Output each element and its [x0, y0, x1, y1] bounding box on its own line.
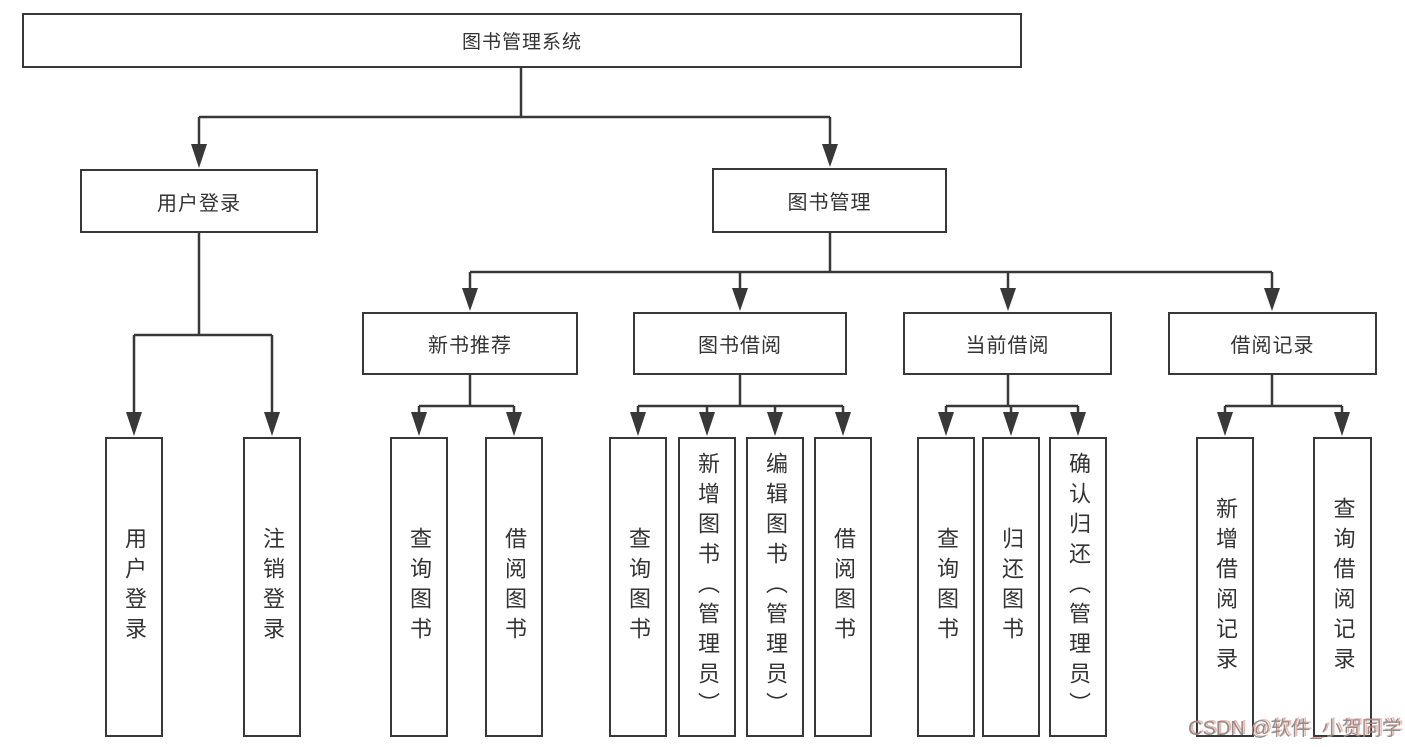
arrowhead-icon — [835, 412, 851, 436]
leaf-label: 新增图书（管理员） — [695, 452, 720, 722]
arrowhead-icon — [1334, 412, 1350, 436]
leaf-user-login: 用户登录 — [105, 437, 163, 737]
leaf-borrow-books-recommend: 借阅图书 — [485, 437, 543, 737]
node-label: 借阅记录 — [1230, 335, 1315, 357]
arrowhead-icon — [630, 412, 646, 436]
leaf-query-books-current: 查询图书 — [917, 437, 975, 737]
leaf-query-borrow-record: 查询借阅记录 — [1313, 437, 1372, 737]
leaf-label: 查询借阅记录 — [1330, 497, 1356, 677]
leaf-add-books-admin: 新增图书（管理员） — [678, 437, 736, 737]
leaf-label: 用户登录 — [122, 527, 147, 647]
node-current-borrowing: 当前借阅 — [903, 312, 1112, 375]
connector-book-management-to-level3 — [462, 233, 1280, 311]
node-book-borrowing: 图书借阅 — [633, 312, 847, 375]
connector-current-borrowing-to-leaves — [938, 375, 1086, 436]
leaf-label: 查询图书 — [626, 527, 651, 647]
arrowhead-icon — [938, 412, 954, 436]
leaf-label: 借阅图书 — [831, 527, 856, 647]
arrowhead-icon — [699, 412, 715, 436]
leaf-confirm-return-admin: 确认归还（管理员） — [1049, 437, 1107, 737]
leaf-label: 归还图书 — [999, 527, 1024, 647]
node-label: 当前借阅 — [965, 335, 1050, 357]
arrowhead-icon — [732, 288, 748, 311]
leaf-add-borrow-record: 新增借阅记录 — [1196, 437, 1254, 737]
node-label: 用户登录 — [157, 192, 241, 215]
leaf-label: 查询图书 — [407, 527, 432, 647]
leaf-query-books-borrowing: 查询图书 — [609, 437, 667, 737]
node-label: 新书推荐 — [428, 335, 512, 357]
node-label: 图书借阅 — [698, 335, 782, 357]
connector-user-login-to-leaves — [126, 233, 280, 436]
node-borrowing-records: 借阅记录 — [1168, 312, 1377, 375]
leaf-label: 编辑图书（管理员） — [763, 452, 788, 722]
node-new-book-recommend: 新书推荐 — [362, 312, 578, 375]
connector-root-to-level2 — [191, 68, 838, 168]
arrowhead-icon — [264, 412, 280, 436]
leaf-label: 查询图书 — [934, 527, 959, 647]
arrowhead-icon — [506, 412, 522, 436]
leaf-label: 注销登录 — [260, 527, 285, 647]
arrowhead-icon — [126, 412, 142, 436]
connector-new-book-recommend-to-leaves — [411, 375, 522, 436]
leaf-label: 确认归还（管理员） — [1066, 452, 1091, 722]
leaf-logout-login: 注销登录 — [243, 437, 301, 737]
leaf-borrow-books-borrowing: 借阅图书 — [814, 437, 872, 737]
arrowhead-icon — [822, 144, 838, 167]
node-user-login: 用户登录 — [80, 169, 318, 233]
arrowhead-icon — [411, 412, 427, 436]
connector-book-borrowing-to-leaves — [630, 375, 851, 436]
arrowhead-icon — [191, 144, 207, 168]
node-book-management: 图书管理 — [712, 168, 947, 233]
arrowhead-icon — [1000, 288, 1016, 311]
arrowhead-icon — [1217, 412, 1233, 436]
arrowhead-icon — [1264, 288, 1280, 311]
leaf-return-books: 归还图书 — [982, 437, 1040, 737]
leaf-query-books-recommend: 查询图书 — [390, 437, 448, 737]
node-label: 图书管理 — [787, 192, 872, 214]
leaf-label: 新增借阅记录 — [1213, 497, 1238, 677]
arrowhead-icon — [1003, 412, 1019, 436]
csdn-watermark: CSDN @软件_小贺同学 — [1188, 718, 1402, 740]
node-label: 图书管理系统 — [461, 32, 582, 53]
leaf-edit-books-admin: 编辑图书（管理员） — [746, 437, 804, 737]
node-library-management-system: 图书管理系统 — [22, 13, 1022, 68]
arrowhead-icon — [462, 288, 478, 311]
leaf-label: 借阅图书 — [502, 527, 527, 647]
arrowhead-icon — [767, 412, 783, 436]
arrowhead-icon — [1070, 412, 1086, 436]
connector-borrowing-records-to-leaves — [1217, 375, 1350, 436]
